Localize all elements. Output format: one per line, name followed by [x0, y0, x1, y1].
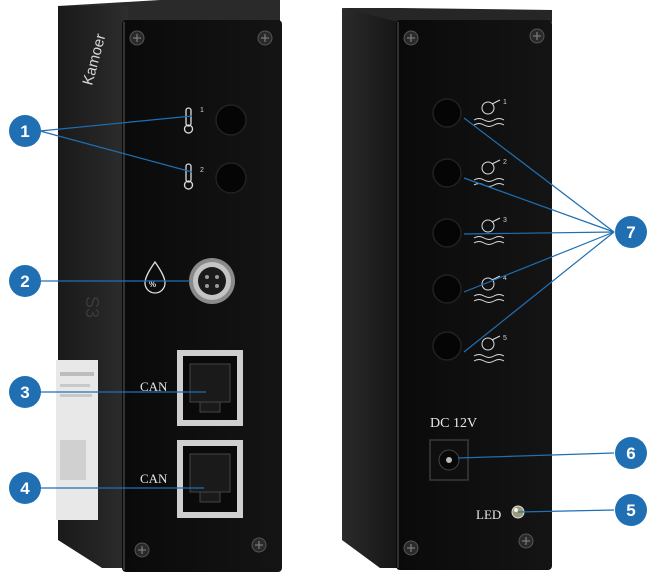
can-label-2: CAN	[140, 471, 168, 486]
level-index-5: 5	[503, 335, 507, 342]
screw-icon	[403, 30, 419, 46]
model-label: S3	[82, 296, 102, 318]
temp-sensor-port-2	[215, 162, 247, 194]
can-port-1	[177, 350, 243, 426]
aviation-connector	[189, 258, 235, 304]
water-level-icon	[473, 217, 505, 245]
callout-badge-7: 7	[615, 216, 647, 248]
can-label-1: CAN	[140, 379, 168, 394]
level-index-3: 3	[503, 217, 507, 224]
screw-icon	[403, 540, 419, 556]
thermometer-icon	[183, 163, 194, 190]
level-sensor-port-1	[432, 98, 462, 128]
level-sensor-port-3	[432, 218, 462, 248]
callout-badge-6: 6	[615, 437, 647, 469]
svg-text:1: 1	[20, 122, 29, 141]
callout-badge-2: 2	[9, 265, 41, 297]
callout-badge-3: 3	[9, 376, 41, 408]
water-level-icon	[473, 335, 505, 363]
humidity-symbol: %	[149, 280, 156, 289]
front-device: S3 Kamoer 1 2 %	[56, 0, 282, 572]
level-index-4: 4	[503, 275, 507, 282]
device-side-face	[342, 8, 398, 568]
screw-icon	[129, 30, 145, 46]
callout-badge-5: 5	[615, 494, 647, 526]
svg-text:4: 4	[20, 479, 30, 498]
device-back-face	[396, 20, 552, 570]
level-index-1: 1	[503, 99, 507, 106]
callout-badge-1: 1	[9, 115, 41, 147]
callout-lines	[39, 115, 615, 513]
svg-text:6: 6	[626, 444, 635, 463]
level-sensor-port-5	[432, 331, 462, 361]
screw-icon	[257, 30, 273, 46]
level-sensor-port-2	[432, 158, 462, 188]
temp-index-2: 2	[200, 167, 204, 174]
screw-icon	[529, 28, 545, 44]
water-level-icon	[473, 275, 505, 303]
callout-badge-4: 4	[9, 472, 41, 504]
temp-sensor-port-1	[215, 104, 247, 136]
svg-text:2: 2	[20, 272, 29, 291]
screw-icon	[134, 542, 150, 558]
dc-label: DC 12V	[430, 416, 477, 431]
screw-icon	[251, 537, 267, 553]
screw-icon	[518, 533, 534, 549]
back-device: 1 2 3 4 5 DC 12V LED	[342, 8, 552, 570]
humidity-drop-icon	[144, 260, 166, 294]
dc-power-jack	[429, 439, 469, 481]
svg-text:3: 3	[20, 383, 29, 402]
svg-text:7: 7	[626, 223, 635, 242]
level-sensor-port-4	[432, 274, 462, 304]
level-index-2: 2	[503, 159, 507, 166]
svg-text:5: 5	[626, 501, 635, 520]
can-port-2	[177, 440, 243, 518]
temp-index-1: 1	[200, 107, 204, 114]
led-label: LED	[476, 507, 501, 522]
water-level-icon	[473, 99, 505, 127]
